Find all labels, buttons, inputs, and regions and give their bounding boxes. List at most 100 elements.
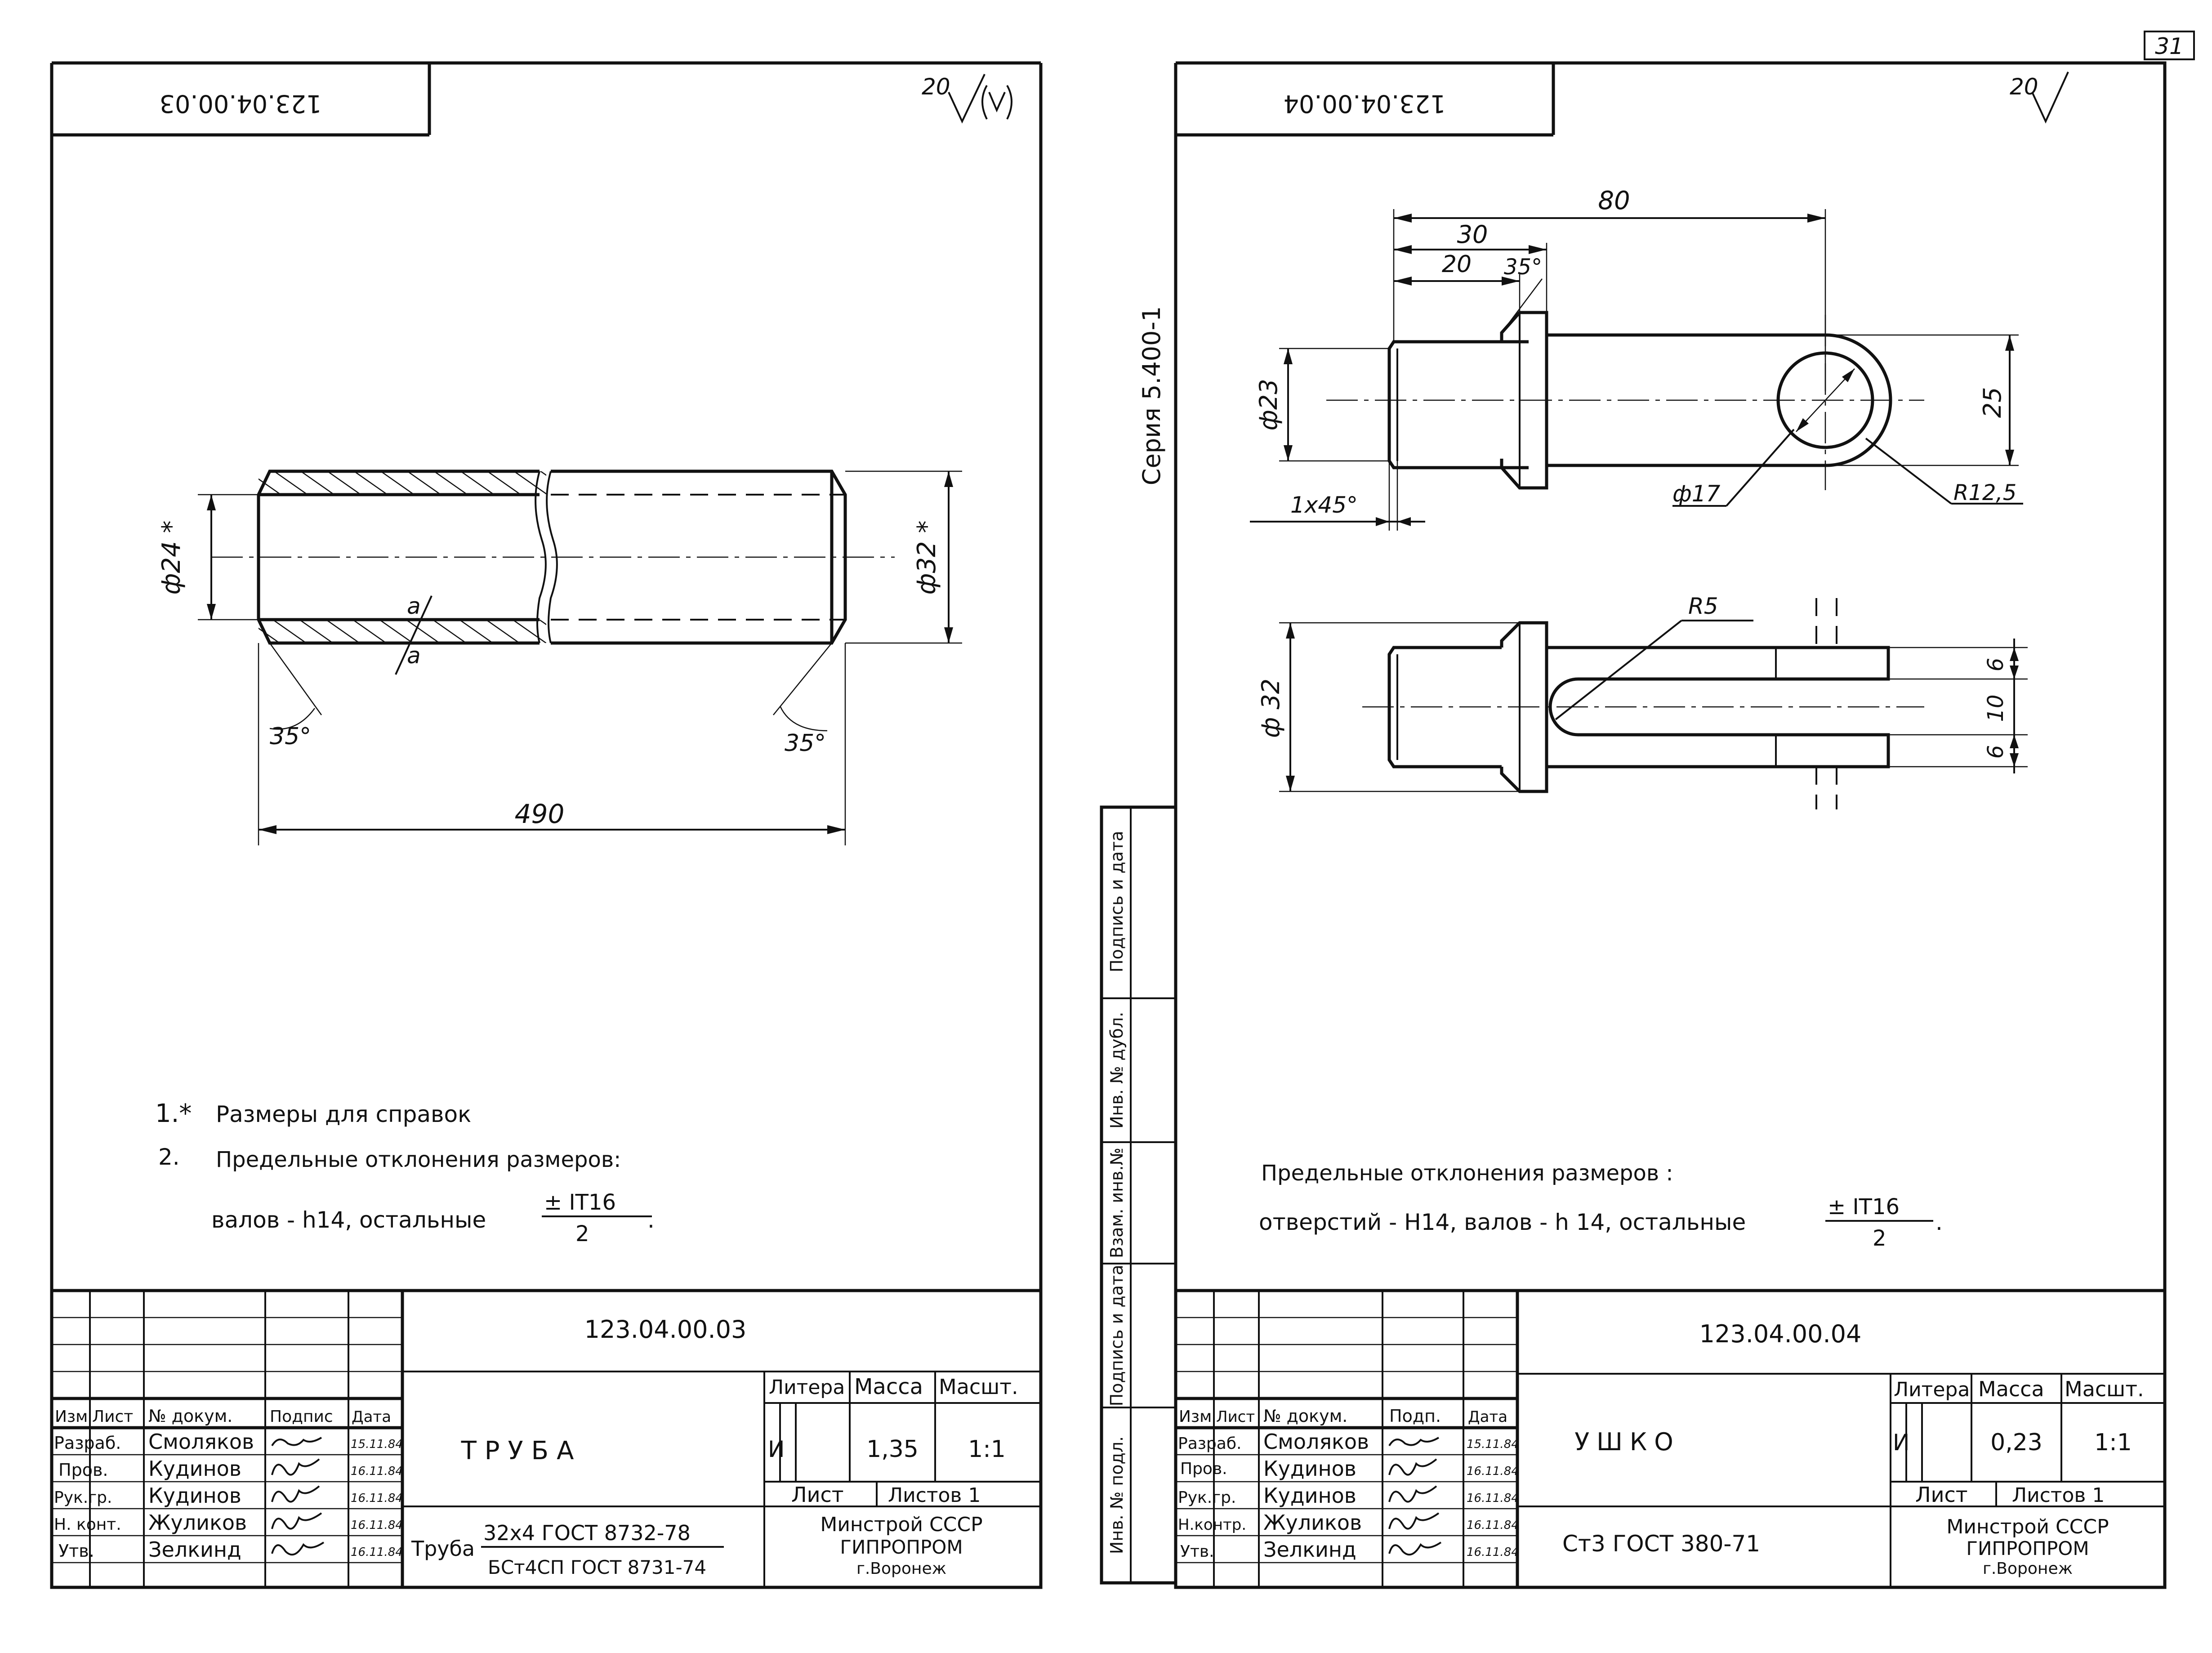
left-org-line3: г.Воронеж [856, 1559, 946, 1578]
right-title-name: УШКО [1574, 1428, 1681, 1456]
note3-tolerance-num: ± IT16 [544, 1190, 616, 1215]
left-row1-name: Смоляков [148, 1430, 254, 1454]
left-corner-stamp: 123.04.00.03 [52, 63, 431, 137]
left-row3-date: 16.11.84 [351, 1492, 403, 1505]
right-scale-head: Масшт. [2065, 1377, 2144, 1401]
left-row2-role: Пров. [58, 1460, 108, 1480]
right-head-date: Дата [1468, 1408, 1507, 1426]
note3-text: валов - h14, остальные [211, 1207, 486, 1233]
left-row5-name: Зелкинд [148, 1537, 241, 1562]
left-litera-head: Литера [769, 1376, 845, 1399]
side-stamp-inv-dubl: Инв. № дубл. [1107, 1012, 1127, 1129]
left-title-name: ТРУБА [461, 1436, 582, 1465]
right-mass: 0,23 [1990, 1429, 2043, 1456]
right-row1-date: 15.11.84 [1467, 1438, 1519, 1451]
left-mass-head: Масса [854, 1374, 923, 1399]
note3-tolerance-den: 2 [575, 1221, 589, 1246]
dim-6-top: 6 [1983, 658, 2008, 672]
right-scale: 1:1 [2094, 1429, 2132, 1456]
left-scale-head: Масшт. [939, 1375, 1018, 1399]
right-head-sign: Подп. [1389, 1406, 1441, 1426]
dim-30: 30 [1457, 220, 1488, 249]
dim-chamfer: 1x45° [1290, 492, 1358, 518]
left-row4-role: Н. конт. [54, 1515, 121, 1534]
left-row3-role: Рук.гр. [54, 1488, 112, 1507]
right-row4-role: Н.контр. [1178, 1516, 1246, 1534]
left-row5-date: 16.11.84 [351, 1546, 403, 1559]
right-head-doc: № докум. [1263, 1406, 1347, 1426]
left-head-izm: Изм [55, 1407, 88, 1426]
right-mass-head: Масса [1978, 1377, 2044, 1401]
right-corner-stamp-code: 123.04.00.04 [1284, 89, 1446, 118]
chamfer-left-angle: 35° [270, 723, 311, 750]
dim-23: ф23 [1254, 379, 1283, 431]
side-stamp: Инв. № подл. Подпись и дата Взам. инв.№ … [1100, 805, 1177, 1585]
dim-length: 490 [515, 799, 565, 829]
left-row4-signature [271, 1512, 322, 1530]
left-row5-signature [271, 1541, 325, 1556]
right-row2-name: Кудинов [1263, 1456, 1356, 1481]
dim-32: ф 32 [1257, 679, 1285, 738]
left-title-code: 123.04.00.03 [584, 1315, 747, 1344]
left-head-list: Лист [92, 1407, 133, 1426]
right-row5-role: Утв. [1180, 1542, 1214, 1561]
right-roughness-mark: 20 [2010, 71, 2069, 124]
pipe-drawing: а а ф24 * ф32 * 35° 35° [157, 469, 962, 845]
right-corner-stamp: 123.04.00.04 [1176, 63, 1555, 137]
right-row5-date: 16.11.84 [1467, 1546, 1519, 1559]
left-corner-stamp-code: 123.04.00.03 [160, 89, 322, 118]
right-sheet: 123.04.00.04 20 Серия 5.400-1 [1100, 61, 2167, 1589]
left-scale: 1:1 [968, 1436, 1006, 1463]
left-row3-name: Кудинов [148, 1483, 241, 1508]
left-material-prefix: Труба [411, 1537, 475, 1561]
right-row2-signature [1388, 1458, 1437, 1476]
note1-text: Размеры для справок [216, 1101, 471, 1127]
left-material-top: 32x4 ГОСТ 8732-78 [483, 1521, 691, 1545]
section-mark-a-upper: а [407, 593, 421, 619]
left-litera: И [768, 1436, 785, 1462]
right-head-list: Лист [1216, 1408, 1255, 1426]
side-stamp-podpis-2: Подпись и дата [1107, 831, 1127, 973]
right-head-izm: Изм [1179, 1407, 1212, 1426]
page-number: 31 [2155, 33, 2184, 59]
pipe-wall-top [259, 471, 546, 495]
side-stamp-vzam-inv: Взам. инв.№ [1107, 1148, 1127, 1258]
right-row3-role: Рук.гр. [1178, 1488, 1236, 1507]
right-litera-head: Литера [1894, 1378, 1970, 1401]
right-row1-role: Разраб. [1178, 1434, 1241, 1453]
dim-20: 20 [1442, 251, 1472, 278]
left-row4-name: Жуликов [148, 1510, 247, 1535]
page-number-box: 31 [2144, 31, 2195, 60]
left-row2-signature [271, 1458, 320, 1476]
left-sheet: 123.04.00.03 20 [50, 61, 1043, 1589]
left-sheet-frame [50, 63, 1043, 1589]
left-row1-date: 15.11.84 [351, 1438, 403, 1451]
left-row3-signature [271, 1485, 320, 1503]
dim-10: 10 [1983, 694, 2008, 722]
right-note2-period: . [1936, 1209, 1943, 1235]
series-label: Серия 5.400-1 [1137, 306, 1166, 485]
left-mass: 1,35 [866, 1436, 919, 1463]
section-mark-a-lower: а [407, 643, 421, 669]
right-notes: Предельные отклонения размеров : отверст… [1259, 1161, 1943, 1251]
right-material: Ст3 ГОСТ 380-71 [1562, 1531, 1760, 1557]
left-roughness-mark: 20 [922, 74, 1012, 124]
right-title-code: 123.04.00.04 [1699, 1320, 1862, 1348]
right-row4-signature [1388, 1512, 1440, 1530]
right-note2-tolerance-num: ± IT16 [1828, 1194, 1900, 1220]
right-org-line2: ГИПРОПРОМ [1966, 1537, 2089, 1559]
right-row4-date: 16.11.84 [1467, 1519, 1519, 1532]
right-row1-signature [1388, 1437, 1440, 1447]
right-org-line3: г.Воронеж [1983, 1559, 2073, 1578]
right-org-line1: Минстрой СССР [1946, 1515, 2109, 1538]
left-sheets-label: Листов 1 [888, 1484, 981, 1507]
note1-number: 1.* [155, 1099, 192, 1128]
right-row5-name: Зелкинд [1263, 1537, 1356, 1562]
eye-plan-view: 80 30 20 35° ф23 [1250, 186, 2023, 531]
right-row3-signature [1388, 1485, 1437, 1503]
right-sheet-label: Лист [1915, 1483, 1968, 1507]
right-row2-date: 16.11.84 [1467, 1465, 1519, 1478]
left-sheet-label: Лист [791, 1483, 844, 1507]
eye-side-view: R5 ф 32 6 10 6 [1257, 593, 2028, 809]
